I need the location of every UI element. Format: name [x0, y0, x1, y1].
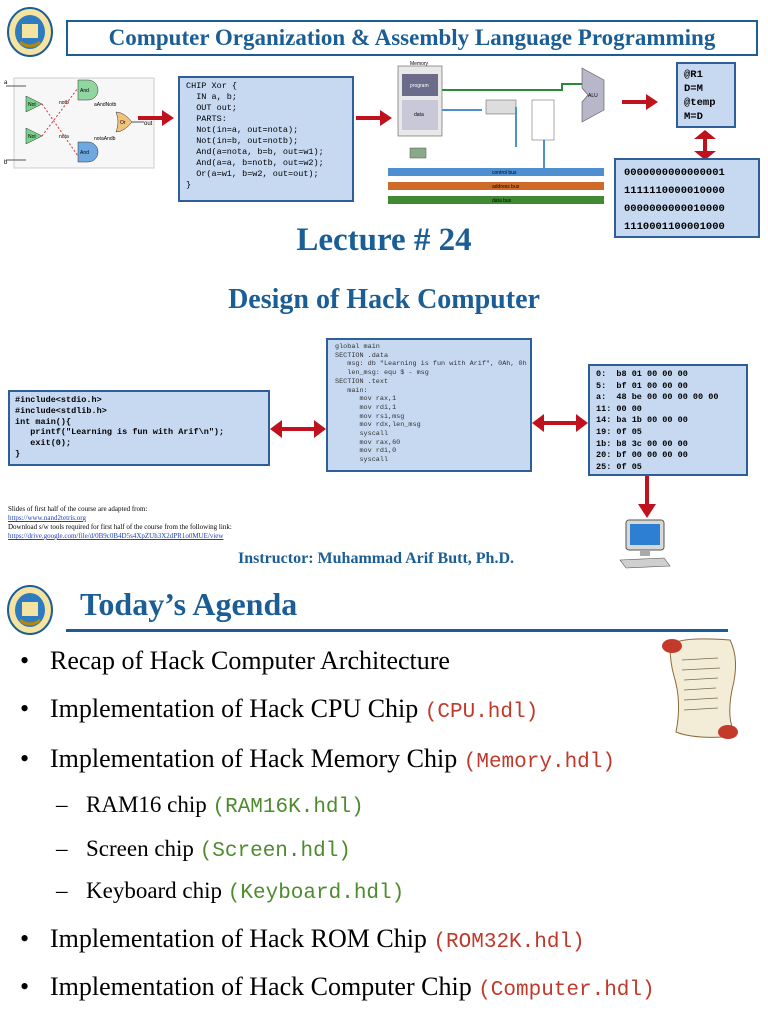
nasm-code: global main SECTION .data msg: db "Learn… — [335, 343, 527, 465]
arch-label-memory: Memory — [410, 61, 429, 67]
lecture-topic: Design of Hack Computer — [228, 284, 540, 315]
credits-link-2[interactable]: https://drive.google.com/file/d/0B9c0B4D… — [8, 532, 224, 540]
arrow-right-icon — [138, 110, 174, 131]
binary-code-box: 0000000000000001 1111110000010000 000000… — [614, 158, 760, 238]
agenda-item: • Implementation of Hack Computer Chip (C… — [20, 972, 655, 1002]
gate-label-notb: notb — [59, 100, 69, 106]
bullet: • — [20, 972, 30, 1001]
university-logo-agenda — [6, 584, 54, 636]
c-code-box: #include<stdio.h> #include<stdlib.h> int… — [8, 390, 270, 466]
agenda-item-text: Implementation of Hack CPU Chip — [50, 694, 425, 723]
arch-label-alu: ALU — [588, 93, 598, 99]
bullet: • — [20, 924, 30, 953]
agenda-item-code: (CPU.hdl) — [424, 701, 539, 724]
agenda-subitem: –Keyboard chip (Keyboard.hdl) — [56, 878, 404, 905]
instructor: Instructor: Muhammad Arif Butt, Ph.D. — [238, 550, 514, 567]
bullet: • — [20, 694, 30, 723]
agenda-divider — [66, 629, 728, 632]
agenda-subitem: –Screen chip (Screen.hdl) — [56, 836, 351, 863]
gate-and-2: And — [80, 150, 89, 156]
gate-and-1: And — [80, 88, 89, 94]
bullet: • — [20, 646, 30, 675]
hack-asm-code: @R1 D=M @temp M=D — [684, 69, 716, 123]
agenda-item-text: Implementation of Hack Memory Chip — [50, 744, 464, 773]
hack-asm-box: @R1 D=M @temp M=D — [676, 62, 736, 128]
arch-label-data-bus: data bus — [492, 198, 512, 204]
scroll-icon — [656, 632, 746, 747]
binary-code: 0000000000000001 1111110000010000 000000… — [624, 167, 725, 233]
lecture-number: Lecture # 24 — [296, 222, 472, 258]
agenda-item-code: (Memory.hdl) — [463, 751, 615, 774]
agenda-item-code: (ROM32K.hdl) — [433, 931, 585, 954]
arch-label-control-bus: control bus — [492, 170, 517, 176]
c-code: #include<stdio.h> #include<stdlib.h> int… — [15, 395, 225, 459]
dash: – — [56, 836, 68, 861]
credits-link-1[interactable]: https://www.nand2tetris.org — [8, 514, 86, 522]
agenda-subitem: –RAM16 chip (RAM16K.hdl) — [56, 792, 364, 819]
gate-label-out: out — [144, 121, 153, 127]
gate-label-aandnotb: aAndNotb — [94, 102, 116, 108]
computer-icon — [618, 518, 672, 575]
gate-label-b: b — [4, 160, 8, 166]
machine-code-box: 0: b8 01 00 00 00 5: bf 01 00 00 00 a: 4… — [588, 364, 748, 476]
dash: – — [56, 878, 68, 903]
gate-label-notaandb: notaAndb — [94, 136, 116, 142]
double-arrow-horizontal-icon — [270, 420, 326, 443]
university-logo-top — [6, 6, 54, 58]
arch-label-address-bus: address bus — [492, 184, 520, 190]
arch-label-data: data — [414, 112, 424, 118]
gate-or: Or — [120, 120, 126, 126]
gate-label-nota: nota — [59, 134, 69, 140]
agenda-item-code: (Keyboard.hdl) — [227, 882, 405, 905]
agenda-item: • Recap of Hack Computer Architecture — [20, 646, 450, 676]
agenda-item-text: Implementation of Hack ROM Chip — [50, 924, 434, 953]
agenda-item-code: (RAM16K.hdl) — [212, 796, 364, 819]
xor-chip-code-box: CHIP Xor { IN a, b; OUT out; PARTS: Not(… — [178, 76, 354, 202]
xor-gate-diagram: a b Not Not notb nota And And aAndNotb n… — [4, 72, 164, 172]
dash: – — [56, 792, 68, 817]
gate-label-a: a — [4, 80, 8, 86]
agenda-item-text: Implementation of Hack Computer Chip — [50, 972, 479, 1001]
agenda-item-text: Screen chip — [86, 836, 200, 861]
arrow-right-icon — [356, 110, 392, 131]
course-title: Computer Organization & Assembly Languag… — [66, 20, 758, 56]
agenda-item-text: RAM16 chip — [86, 792, 213, 817]
agenda-item-code: (Screen.hdl) — [199, 840, 351, 863]
agenda-item: • Implementation of Hack CPU Chip (CPU.hd… — [20, 694, 538, 724]
computer-architecture-diagram: Memory program data ALU control bus addr… — [382, 60, 610, 208]
agenda-item-code: (Computer.hdl) — [478, 979, 655, 1002]
arrow-down-icon — [638, 476, 656, 523]
credits-line-1: Slides of first half of the course are a… — [8, 505, 148, 513]
credits-line-2: Download s/w tools required for first ha… — [8, 523, 232, 531]
arch-label-program: program — [410, 83, 429, 89]
bullet: • — [20, 744, 30, 773]
agenda-item-text: Recap of Hack Computer Architecture — [50, 646, 450, 675]
agenda-item: • Implementation of Hack Memory Chip (Mem… — [20, 744, 615, 774]
agenda-item-text: Keyboard chip — [86, 878, 228, 903]
double-arrow-vertical-icon — [694, 130, 716, 165]
nasm-code-box: global main SECTION .data msg: db "Learn… — [326, 338, 532, 472]
double-arrow-horizontal-icon — [532, 414, 588, 437]
agenda-item: • Implementation of Hack ROM Chip (ROM32K… — [20, 924, 585, 954]
credits: Slides of first half of the course are a… — [8, 505, 308, 541]
agenda-title: Today’s Agenda — [80, 586, 298, 622]
gate-not-1: Not — [28, 102, 36, 108]
gate-not-2: Not — [28, 134, 36, 140]
xor-chip-code: CHIP Xor { IN a, b; OUT out; PARTS: Not(… — [186, 81, 324, 190]
machine-code: 0: b8 01 00 00 00 5: bf 01 00 00 00 a: 4… — [596, 369, 719, 472]
arrow-right-icon — [622, 94, 658, 115]
